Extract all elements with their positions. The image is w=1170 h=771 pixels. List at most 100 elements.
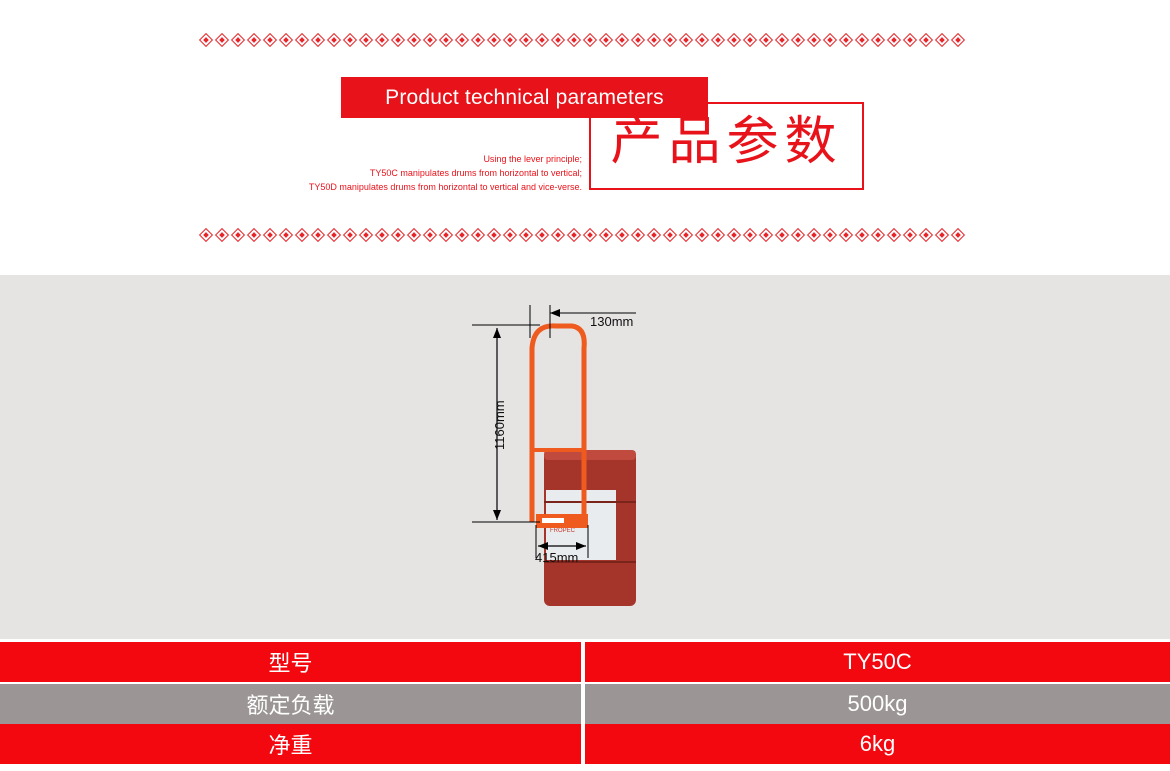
diamond-ornament-icon bbox=[662, 227, 678, 243]
diamond-ornament-icon bbox=[710, 227, 726, 243]
diamond-ornament-icon bbox=[342, 32, 358, 48]
diamond-ornament-icon bbox=[486, 32, 502, 48]
diamond-ornament-icon bbox=[422, 227, 438, 243]
description-line: TY50C manipulates drums from horizontal … bbox=[369, 168, 582, 178]
description-line: Using the lever principle; bbox=[483, 154, 582, 164]
diamond-ornament-icon bbox=[902, 32, 918, 48]
diamond-ornament-icon bbox=[406, 227, 422, 243]
description-line: TY50D manipulates drums from horizontal … bbox=[308, 182, 582, 192]
diamond-ornament-icon bbox=[502, 227, 518, 243]
diamond-ornament-icon bbox=[838, 32, 854, 48]
diamond-ornament-icon bbox=[678, 227, 694, 243]
diamond-ornament-icon bbox=[566, 227, 582, 243]
title-en: Product technical parameters bbox=[341, 77, 708, 118]
diamond-ornament-icon bbox=[950, 32, 966, 48]
diamond-ornament-icon bbox=[710, 32, 726, 48]
spec-label: 型号 bbox=[0, 642, 581, 682]
diamond-ornament-icon bbox=[230, 227, 246, 243]
diamond-ornament-icon bbox=[342, 227, 358, 243]
diamond-ornament-icon bbox=[790, 227, 806, 243]
diamond-ornament-icon bbox=[630, 32, 646, 48]
header-banner: Product technical parameters 产品参数 Using … bbox=[0, 0, 1170, 275]
diamond-ornament-icon bbox=[230, 32, 246, 48]
table-row: 额定负载 500kg bbox=[0, 684, 1170, 724]
diamond-ornament-icon bbox=[726, 227, 742, 243]
diamond-ornament-icon bbox=[694, 32, 710, 48]
spec-label: 额定负载 bbox=[0, 684, 581, 724]
diamond-ornament-icon bbox=[534, 227, 550, 243]
diamond-ornament-icon bbox=[758, 227, 774, 243]
diamond-ornament-icon bbox=[630, 227, 646, 243]
spec-table: 型号 TY50C 额定负载 500kg 净重 6kg bbox=[0, 642, 1170, 764]
diamond-ornament-icon bbox=[758, 32, 774, 48]
diamond-ornament-icon bbox=[806, 227, 822, 243]
spec-label: 净重 bbox=[0, 724, 581, 764]
diamond-ornament-icon bbox=[518, 32, 534, 48]
dimension-base-width: 415mm bbox=[535, 550, 578, 565]
diamond-ornament-icon bbox=[454, 32, 470, 48]
diamond-ornament-icon bbox=[470, 32, 486, 48]
diamond-ornament-icon bbox=[566, 32, 582, 48]
spec-value: TY50C bbox=[585, 642, 1170, 682]
diamond-ornament-icon bbox=[806, 32, 822, 48]
diamond-ornament-icon bbox=[294, 32, 310, 48]
dimension-height: 1160mm bbox=[492, 400, 507, 450]
diamond-ornament-icon bbox=[934, 227, 950, 243]
diamond-ornament-icon bbox=[662, 32, 678, 48]
diamond-ornament-icon bbox=[214, 227, 230, 243]
diamond-ornament-icon bbox=[726, 32, 742, 48]
diamond-ornament-icon bbox=[358, 227, 374, 243]
diamond-ornament-icon bbox=[870, 227, 886, 243]
table-row: 净重 6kg bbox=[0, 724, 1170, 764]
diamond-ornament-icon bbox=[550, 32, 566, 48]
diamond-ornament-icon bbox=[438, 32, 454, 48]
diamond-ornament-icon bbox=[774, 32, 790, 48]
diamond-ornament-icon bbox=[310, 227, 326, 243]
diamond-ornament-icon bbox=[614, 32, 630, 48]
spec-value: 6kg bbox=[585, 724, 1170, 764]
diamond-ornament-icon bbox=[438, 227, 454, 243]
diamond-ornament-icon bbox=[374, 227, 390, 243]
diamond-ornament-icon bbox=[246, 32, 262, 48]
diamond-ornament-icon bbox=[390, 227, 406, 243]
diamond-ornament-icon bbox=[550, 227, 566, 243]
diamond-ornament-icon bbox=[406, 32, 422, 48]
diamond-ornament-icon bbox=[694, 227, 710, 243]
diamond-ornament-icon bbox=[582, 227, 598, 243]
diamond-ornament-icon bbox=[918, 227, 934, 243]
diamond-ornament-icon bbox=[278, 32, 294, 48]
spec-value: 500kg bbox=[585, 684, 1170, 724]
diamond-ornament-icon bbox=[854, 227, 870, 243]
diamond-ornament-icon bbox=[246, 227, 262, 243]
decorative-diamond-border-top bbox=[198, 32, 973, 48]
decorative-diamond-border-bottom bbox=[198, 227, 973, 243]
diamond-ornament-icon bbox=[454, 227, 470, 243]
diamond-ornament-icon bbox=[598, 227, 614, 243]
diamond-ornament-icon bbox=[742, 32, 758, 48]
diamond-ornament-icon bbox=[822, 227, 838, 243]
table-row: 型号 TY50C bbox=[0, 642, 1170, 682]
diamond-ornament-icon bbox=[774, 227, 790, 243]
drum-lifter-image: FROPEC 130mm 1160mm 415mm bbox=[472, 305, 636, 606]
diamond-ornament-icon bbox=[486, 227, 502, 243]
diamond-ornament-icon bbox=[678, 32, 694, 48]
drum-top-rim bbox=[544, 450, 636, 460]
diamond-ornament-icon bbox=[886, 32, 902, 48]
diamond-ornament-icon bbox=[790, 32, 806, 48]
lifter-frame bbox=[529, 323, 587, 522]
diamond-ornament-icon bbox=[358, 32, 374, 48]
diamond-ornament-icon bbox=[582, 32, 598, 48]
dimension-width-top: 130mm bbox=[590, 314, 633, 329]
diamond-ornament-icon bbox=[886, 227, 902, 243]
diamond-ornament-icon bbox=[198, 32, 214, 48]
diamond-ornament-icon bbox=[470, 227, 486, 243]
diamond-ornament-icon bbox=[534, 32, 550, 48]
diamond-ornament-icon bbox=[822, 32, 838, 48]
diamond-ornament-icon bbox=[742, 227, 758, 243]
diamond-ornament-icon bbox=[326, 227, 342, 243]
title-cn: 产品参数 bbox=[589, 102, 864, 190]
diamond-ornament-icon bbox=[294, 227, 310, 243]
diamond-ornament-icon bbox=[614, 227, 630, 243]
diamond-ornament-icon bbox=[854, 32, 870, 48]
drum-label-text: FROPEC bbox=[550, 528, 576, 534]
